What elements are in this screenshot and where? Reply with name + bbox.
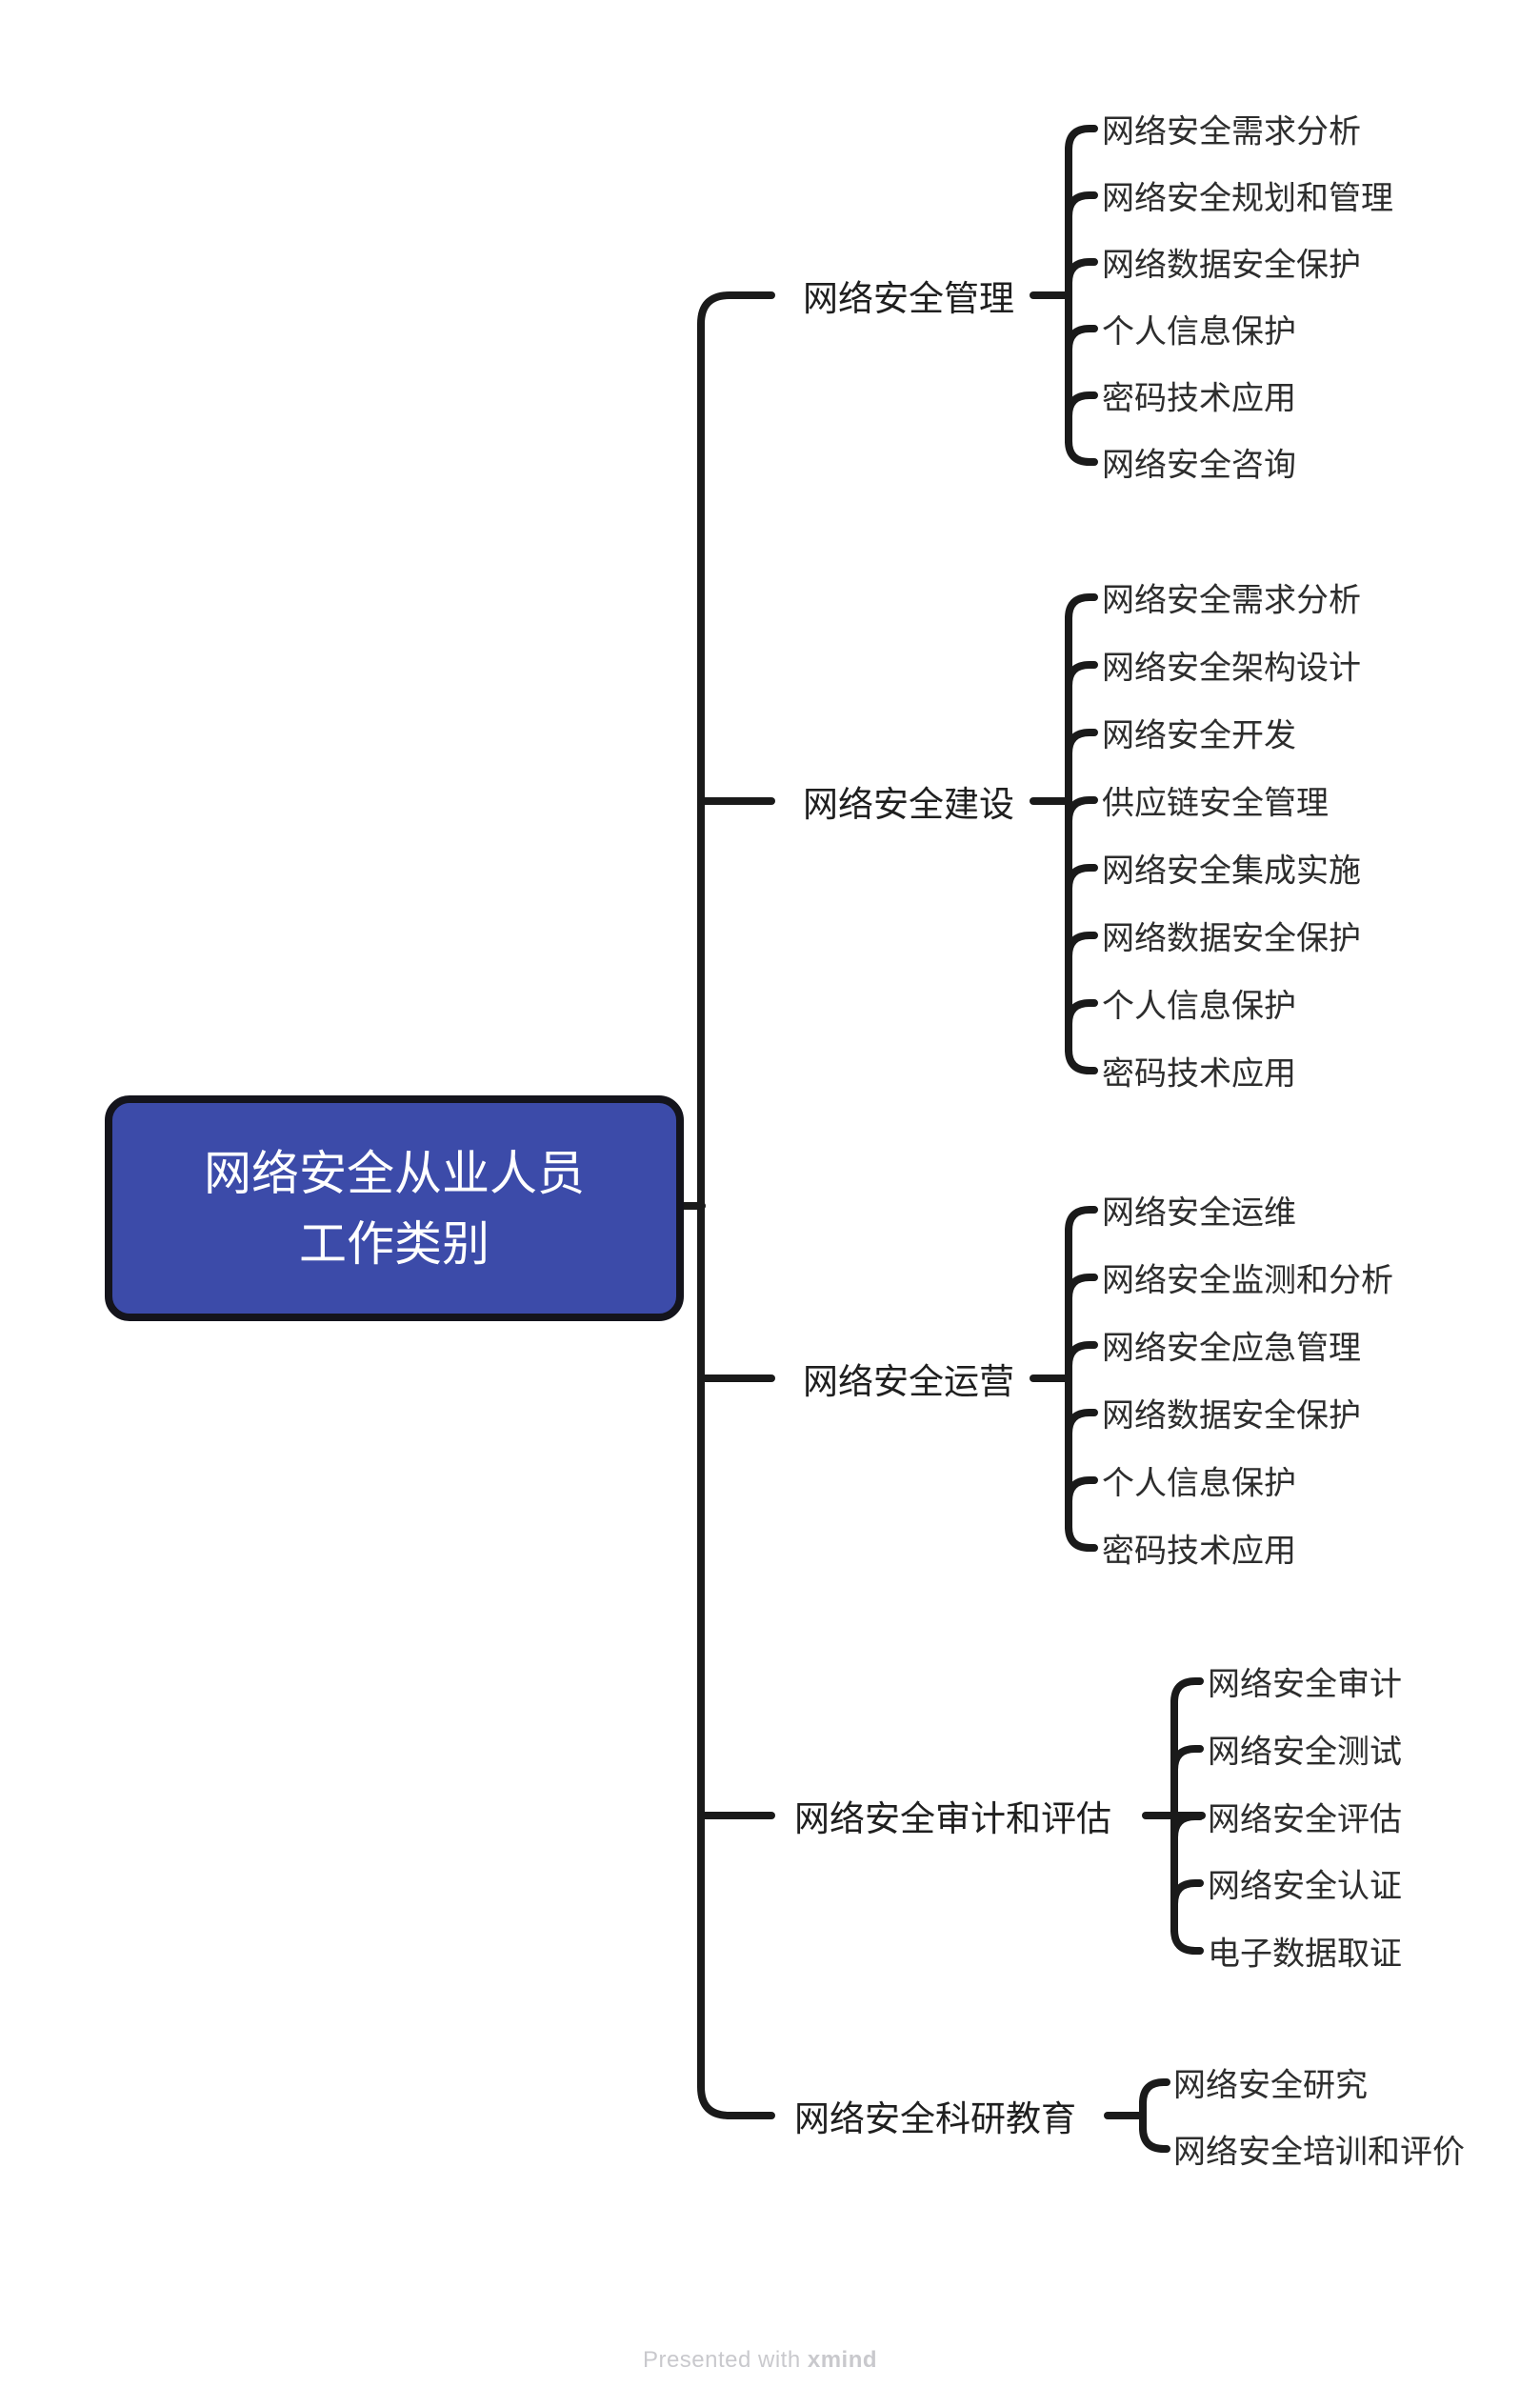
subtopic[interactable]: 网络安全架构设计	[1102, 650, 1361, 687]
bracket-branch-5	[1139, 2078, 1170, 2153]
subtopic[interactable]: 网络安全评估	[1208, 1801, 1402, 1838]
bracket-branch-1	[1065, 125, 1098, 466]
subtopic[interactable]: 电子数据取证	[1208, 1936, 1402, 1973]
subtopic[interactable]: 网络安全审计	[1208, 1666, 1402, 1703]
subtopic[interactable]: 个人信息保护	[1102, 1465, 1296, 1502]
root-topic-line1: 网络安全从业人员	[204, 1146, 585, 1200]
subtopic[interactable]: 网络安全集成实施	[1102, 853, 1361, 890]
root-topic[interactable]: 网络安全从业人员 工作类别	[105, 1095, 684, 1321]
branch-topic-education[interactable]: 网络安全科研教育	[794, 2099, 1076, 2138]
xmind-logo-text: xmind	[807, 2347, 878, 2373]
bracket-branch-2	[1065, 593, 1098, 1074]
subtopic[interactable]: 个人信息保护	[1102, 313, 1296, 351]
subtopic[interactable]: 网络安全研究	[1173, 2067, 1368, 2104]
subtopic[interactable]: 网络数据安全保护	[1102, 1397, 1361, 1435]
watermark-prefix: Presented with	[642, 2347, 808, 2373]
watermark: Presented with xmind	[0, 2347, 1520, 2374]
subtopic[interactable]: 网络安全运维	[1102, 1194, 1296, 1232]
branch-topic-operation[interactable]: 网络安全运营	[803, 1362, 1014, 1401]
subtopic[interactable]: 网络安全咨询	[1102, 447, 1296, 484]
subtopic[interactable]: 网络安全培训和评价	[1173, 2134, 1465, 2171]
subtopic[interactable]: 密码技术应用	[1102, 1533, 1296, 1570]
subtopic[interactable]: 网络安全应急管理	[1102, 1330, 1361, 1367]
subtopic[interactable]: 密码技术应用	[1102, 380, 1296, 417]
subtopic[interactable]: 密码技术应用	[1102, 1055, 1296, 1093]
subtopic[interactable]: 网络安全认证	[1208, 1868, 1402, 1905]
subtopic[interactable]: 网络数据安全保护	[1102, 247, 1361, 284]
subtopic[interactable]: 网络安全规划和管理	[1102, 180, 1393, 217]
subtopic[interactable]: 网络安全需求分析	[1102, 113, 1361, 150]
subtopic[interactable]: 网络安全测试	[1208, 1734, 1402, 1771]
subtopic[interactable]: 网络安全监测和分析	[1102, 1262, 1393, 1299]
subtopic[interactable]: 个人信息保护	[1102, 988, 1296, 1025]
bracket-branch-4	[1170, 1677, 1204, 1955]
subtopic[interactable]: 网络数据安全保护	[1102, 920, 1361, 957]
branch-topic-audit[interactable]: 网络安全审计和评估	[794, 1799, 1111, 1838]
subtopic[interactable]: 供应链安全管理	[1102, 785, 1329, 822]
root-topic-line2: 工作类别	[299, 1216, 490, 1271]
branch-topic-construction[interactable]: 网络安全建设	[803, 785, 1014, 824]
branch-topic-management[interactable]: 网络安全管理	[803, 279, 1014, 318]
trunk-connector	[697, 291, 775, 2119]
bracket-branch-3	[1065, 1206, 1098, 1552]
subtopic[interactable]: 网络安全需求分析	[1102, 582, 1361, 619]
subtopic[interactable]: 网络安全开发	[1102, 717, 1296, 754]
